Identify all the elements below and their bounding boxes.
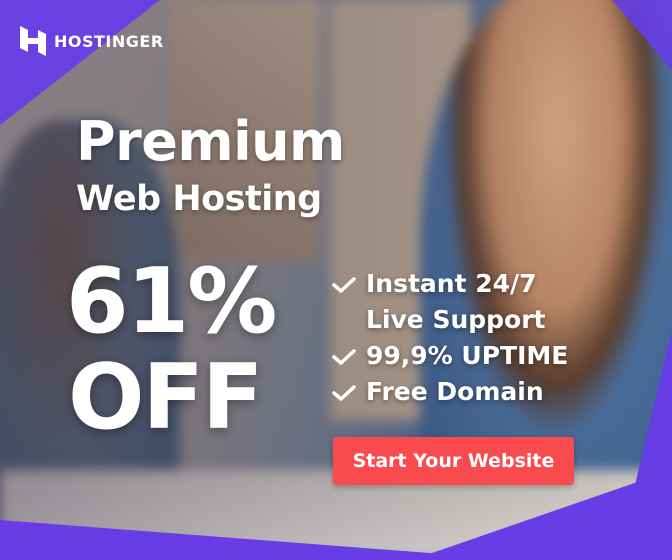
feature-label: Free Domain (366, 377, 544, 406)
feature-label-continued: Live Support (366, 305, 546, 334)
purple-edge-right (617, 330, 672, 560)
feature-item: Free Domain (330, 374, 568, 410)
discount-percent: 61% (66, 249, 277, 354)
purple-corner-top-left (0, 0, 160, 125)
headline-premium: Premium (76, 110, 345, 173)
feature-label: Instant 24/7 (366, 269, 537, 298)
feature-item: 99,9% UPTIME (330, 338, 568, 374)
discount-off: OFF (68, 345, 263, 450)
check-icon (332, 277, 356, 293)
brand-logo[interactable]: HOSTINGER (20, 26, 164, 56)
feature-list: Instant 24/7 Live Support 99,9% UPTIME F… (330, 266, 568, 410)
feature-item: Instant 24/7 Live Support (330, 266, 568, 338)
brand-name: HOSTINGER (54, 31, 164, 51)
feature-label: 99,9% UPTIME (366, 341, 569, 370)
check-icon (332, 349, 356, 365)
headline-web-hosting: Web Hosting (76, 179, 322, 219)
start-your-website-button[interactable]: Start Your Website (333, 437, 574, 485)
purple-corner-top-right (612, 0, 672, 70)
hostinger-logo-icon (20, 26, 46, 56)
check-icon (332, 385, 356, 401)
